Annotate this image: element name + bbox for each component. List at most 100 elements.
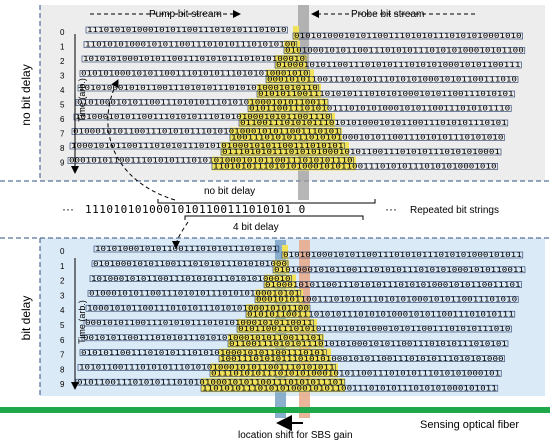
- probe-bit-box: [236, 325, 512, 333]
- row-number: 3: [60, 72, 65, 81]
- pump-bit-box: [79, 349, 327, 356]
- row-number: 1: [60, 262, 65, 271]
- pump-bit-box: [75, 99, 329, 106]
- pump-bit-box: [77, 84, 320, 92]
- bottom-time-label: Time (arb.): [77, 300, 87, 344]
- bottom-row-numbers: 0 1 2 3 4 5 6 7 8 9: [60, 247, 65, 389]
- probe-bit-box: [209, 370, 502, 377]
- probe-bits: 0101010001010110011101010111010101000101…: [283, 250, 522, 259]
- probe-bits: 1001110101011101010100010101100111010101…: [220, 354, 504, 363]
- pump-bits: 0010101100111010101110101010001010110011…: [83, 333, 322, 342]
- pump-bits: 111010101000101011001110101011101010: [87, 25, 287, 34]
- probe-bits: 0110011101010111010101000101011001110101…: [240, 118, 507, 127]
- pump-bit-box: [85, 26, 288, 34]
- pump-bits: 1010110011101010111010101000101011001110…: [79, 363, 335, 372]
- probe-bit-box: [256, 90, 515, 98]
- row-number: 4: [60, 306, 65, 315]
- row-number: 9: [60, 159, 65, 168]
- pump-bit-box: [71, 128, 342, 135]
- probe-bits: 0110011101010111010101000101011001110101…: [229, 339, 507, 348]
- top-row-numbers: 0 1 2 3 4 5 6 7 8 9: [60, 28, 65, 168]
- row-number: 7: [60, 130, 65, 139]
- probe-bits: 0001010110011101010111010101000101011001…: [267, 75, 517, 84]
- probe-bits: 1101010111010101000101011001110101011101…: [202, 383, 497, 392]
- probe-bit-box: [281, 251, 524, 259]
- probe-bit-box: [238, 119, 509, 127]
- pump-bit-box: [83, 319, 314, 327]
- row-number: 5: [60, 101, 65, 110]
- pump-bit-box: [91, 260, 289, 268]
- probe-bits: 0101011001110101011101010100010101100111…: [247, 309, 514, 318]
- probe-bits: 0100010101100111010101110101010001010110…: [276, 60, 520, 69]
- probe-bit-box: [254, 296, 519, 303]
- top-bit-rows: 111010101000101011001110101011101010 0101…: [67, 25, 526, 171]
- probe-bit-box: [220, 148, 502, 156]
- repeated-bit-string: 11101010100010101100111010101 0: [85, 203, 306, 216]
- pump-bits: 0101100111010101110101010001010110011101…: [77, 377, 344, 386]
- bottom-side-label: bit delay: [19, 296, 33, 341]
- bottom-bit-rows: 1010100010101100111010101110101010101010…: [75, 244, 526, 392]
- curved-top-arrow: [107, 79, 176, 201]
- probe-bit-box: [272, 266, 526, 274]
- pump-bits: 0001010110011101010111010101000101011001…: [85, 318, 313, 327]
- ellipsis-left: ···: [62, 202, 74, 216]
- probe-bit-box: [229, 134, 505, 141]
- row-number: 9: [60, 380, 65, 389]
- row-number: 2: [60, 277, 65, 286]
- probe-bits: 0111010101110101010001010110011101010111…: [211, 369, 500, 378]
- probe-bit-box: [265, 76, 519, 83]
- row-number: 8: [60, 144, 65, 153]
- probe-bit-box: [247, 105, 512, 112]
- ellipsis-right: ···: [385, 202, 397, 216]
- row-number: 3: [60, 291, 65, 300]
- pump-bit-box: [85, 304, 311, 312]
- pump-bits: 0101011001110101011101010100010101100111…: [81, 348, 325, 357]
- pump-bits: 1010101000101011001110101011101010100010: [83, 54, 305, 63]
- pump-bit-box: [67, 157, 354, 164]
- probe-bit-box: [218, 355, 505, 362]
- probe-bit-box: [292, 32, 523, 40]
- pump-bits: 0101000101011001110101011101010100010101…: [77, 98, 327, 107]
- probe-bits: 0111010101110101010001010110011101010111…: [222, 147, 500, 156]
- fiber-label: Sensing optical fiber: [420, 419, 519, 431]
- pump-bit-box: [81, 334, 324, 342]
- probe-bits: 0101100111010101110101010001010110011101…: [249, 104, 510, 113]
- row-number: 2: [60, 57, 65, 66]
- row-number: 8: [60, 365, 65, 374]
- probe-bits: 0101000101011001110101011101010100010101…: [274, 265, 524, 274]
- probe-bit-box: [227, 340, 509, 348]
- row-number: 0: [60, 247, 65, 256]
- pump-bit-box: [87, 290, 302, 297]
- pump-label: Pump bit stream: [149, 9, 222, 20]
- probe-bits: 0101000101011001110101011101010100010101…: [285, 46, 524, 55]
- location-shift-label: location shift for SBS gain: [238, 430, 353, 441]
- row-number: 1: [60, 43, 65, 52]
- pump-bit-box: [79, 70, 310, 77]
- delay-bracket: [184, 215, 364, 220]
- delay-label: 4 bit delay: [233, 222, 279, 233]
- pump-bits: 1010100010101100111010101110101010001010…: [79, 83, 318, 92]
- repeated-label: Repeated bit strings: [410, 205, 499, 216]
- probe-bits: 0100010101100111010101110101010001010110…: [265, 280, 521, 289]
- row-number: 7: [60, 351, 65, 360]
- row-number: 6: [60, 336, 65, 345]
- probe-bits: 0001010110011101010111010101000101011001…: [256, 295, 517, 304]
- probe-bit-box: [283, 47, 526, 54]
- probe-bits: 1101010111010101000101011001110101011101…: [213, 162, 497, 171]
- row-number: 5: [60, 321, 65, 330]
- no-delay-label: no bit delay: [204, 186, 255, 197]
- probe-bit-box: [263, 281, 522, 288]
- pump-bits: 0001010110011101010111010101000101011001…: [69, 156, 353, 165]
- top-side-label: no bit delay: [19, 64, 33, 125]
- row-number: 4: [60, 86, 65, 95]
- pump-bit-box: [89, 275, 292, 282]
- probe-bits: 0101011001110101011101010100010101100111…: [258, 89, 514, 98]
- row-number: 6: [60, 115, 65, 124]
- row-number: 0: [60, 28, 65, 37]
- pump-bits: 0100010101100111010101110101010001010110…: [73, 127, 340, 136]
- top-time-label: Time (arb.): [77, 78, 87, 122]
- pump-bit-box: [69, 142, 345, 150]
- pump-bits: 0101010001010110011101010111010101000101…: [81, 69, 309, 78]
- probe-bit-box: [245, 310, 516, 318]
